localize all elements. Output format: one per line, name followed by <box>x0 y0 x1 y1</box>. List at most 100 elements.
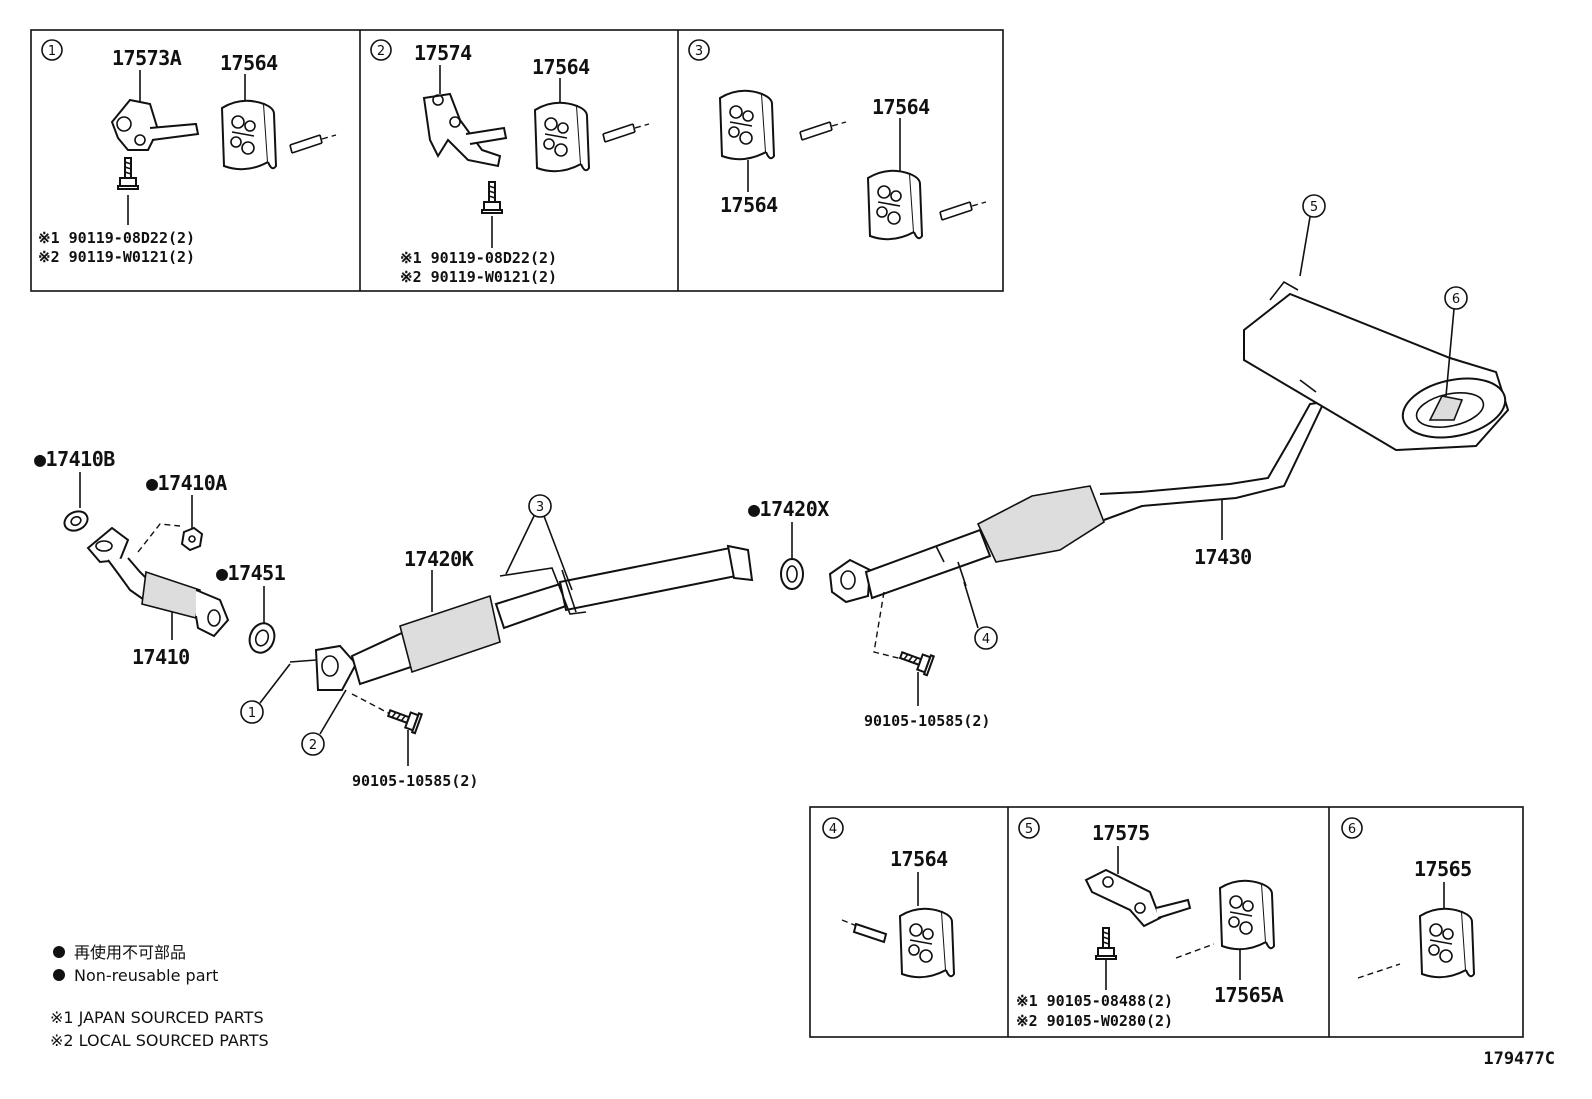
rubber-hanger-icon <box>719 89 775 161</box>
part-label-hanger[interactable]: 17564 <box>220 51 279 75</box>
gasket-17410B-icon <box>63 510 89 532</box>
bolt-note-japan[interactable]: ※1 90119-08D22(2) <box>400 249 557 267</box>
leader-line <box>543 515 573 591</box>
part-label-bracket[interactable]: 17575 <box>1092 821 1150 845</box>
bolt-icon <box>1095 927 1117 960</box>
non-reusable-dot-icon <box>53 946 65 958</box>
bolt-icon <box>117 157 139 190</box>
leader-line <box>963 581 979 629</box>
nut-icon <box>180 526 204 552</box>
hanger-pin-icon <box>939 201 987 221</box>
callout-number-2: 2 <box>309 738 317 753</box>
bolt-label-left[interactable]: 90105-10585(2) <box>352 772 478 790</box>
gasket-17420X-icon <box>780 558 804 590</box>
figure-id: 179477C <box>1483 1049 1555 1069</box>
bolt-icon <box>384 702 423 735</box>
bolt-note-local[interactable]: ※2 90119-W0121(2) <box>38 248 195 266</box>
panel-number-circle <box>370 39 392 61</box>
part-label-hanger[interactable]: 17564 <box>890 847 949 871</box>
part-label-17430[interactable]: 17430 <box>1194 545 1252 569</box>
bolt-note-japan[interactable]: ※1 90105-08488(2) <box>1016 992 1173 1010</box>
leader-line <box>319 689 347 735</box>
tail-pipe-17430-icon <box>828 280 1510 604</box>
detail-panel-6: 6 17565 <box>1341 817 1475 979</box>
legend-local-sourced: ※2 LOCAL SOURCED PARTS <box>50 1031 269 1050</box>
legend-non-reusable-jp: 再使用不可部品 <box>74 943 186 962</box>
panel-number: 2 <box>377 44 385 59</box>
callout-number-4: 4 <box>982 632 990 647</box>
part-label-17420K[interactable]: 17420K <box>404 547 474 571</box>
part-label-17420X[interactable]: ●17420X <box>748 497 830 521</box>
top-panels-frame <box>30 29 1004 292</box>
part-label-17410A[interactable]: ●17410A <box>146 471 228 495</box>
detail-panel-2: 2 17574 17564 ※1 90119-08D22(2) ※2 90119… <box>370 39 650 286</box>
callout-number-1: 1 <box>248 706 256 721</box>
part-label-hanger[interactable]: 17565 <box>1414 857 1472 881</box>
detail-panel-3: 3 17564 17564 <box>688 39 987 241</box>
part-label-hanger[interactable]: 17565A <box>1214 983 1284 1007</box>
hanger-pin-icon <box>1175 943 1215 959</box>
detail-panel-1: 1 17573A 17564 ※1 90119-08D22(2) ※2 9011… <box>38 39 337 266</box>
part-label-hanger-a[interactable]: 17564 <box>720 193 779 217</box>
rubber-hanger-icon <box>899 907 955 979</box>
panel-number: 6 <box>1348 822 1356 837</box>
top-detail-panels: 1 17573A 17564 ※1 90119-08D22(2) ※2 9011… <box>30 29 1004 292</box>
callout-number-3: 3 <box>536 500 544 515</box>
bolt-note-japan[interactable]: ※1 90119-08D22(2) <box>38 229 195 247</box>
exhaust-bracket-icon <box>110 98 200 151</box>
bolt-label-right[interactable]: 90105-10585(2) <box>864 712 990 730</box>
center-pipe-17420K-icon <box>289 544 754 691</box>
fastener-leader <box>137 523 181 553</box>
hanger-pin-icon <box>1357 963 1401 979</box>
part-label-17410B[interactable]: ●17410B <box>34 447 116 471</box>
legend-japan-sourced: ※1 JAPAN SOURCED PARTS <box>50 1008 264 1027</box>
panel-number: 1 <box>48 44 56 59</box>
part-label-bracket[interactable]: 17574 <box>414 41 473 65</box>
bolt-icon <box>896 644 935 677</box>
leader-line <box>1445 308 1455 397</box>
callout-number-6: 6 <box>1452 292 1460 307</box>
panel-number-circle <box>688 39 710 61</box>
fastener-leader <box>351 693 395 717</box>
part-label-bracket[interactable]: 17573A <box>112 46 182 70</box>
legend-non-reusable-en: Non-reusable part <box>74 966 218 985</box>
rubber-hanger-icon <box>534 101 590 173</box>
callout-number-5: 5 <box>1310 200 1318 215</box>
rubber-hanger-icon <box>221 99 277 171</box>
leader-line <box>505 515 535 575</box>
bolt-note-local[interactable]: ※2 90119-W0121(2) <box>400 268 557 286</box>
panel-number-circle <box>1018 817 1040 839</box>
hanger-pin-icon <box>289 134 337 154</box>
callout-circle <box>1302 194 1326 218</box>
legend: 再使用不可部品 Non-reusable part ※1 JAPAN SOURC… <box>50 943 269 1050</box>
exhaust-bracket-icon <box>422 92 508 168</box>
hanger-pin-icon <box>799 121 847 141</box>
panel-number-circle <box>1341 817 1363 839</box>
rubber-hanger-icon <box>867 169 923 241</box>
rubber-hanger-icon <box>1219 879 1275 951</box>
fastener-leader <box>873 591 907 661</box>
callout-circle <box>1444 286 1468 310</box>
bottom-detail-panels: 4 17564 5 17575 ※1 90105-08488(2) <box>809 806 1524 1038</box>
detail-panel-4: 4 17564 <box>822 817 955 979</box>
panel-number: 4 <box>829 822 837 837</box>
bolt-icon <box>481 181 503 214</box>
part-label-17410[interactable]: 17410 <box>132 645 190 669</box>
part-label-17451[interactable]: ●17451 <box>216 561 286 585</box>
hanger-pin-icon <box>602 123 650 143</box>
detail-panel-5: 5 17575 ※1 90105-08488(2) ※2 90105-W0280… <box>1016 817 1284 1030</box>
callout-circle <box>974 626 998 650</box>
main-assembly: ●17410B ●17410A 17410 ●17451 <box>34 194 1510 790</box>
leader-line <box>1299 216 1311 277</box>
hanger-pin-icon <box>841 919 888 944</box>
bolt-note-local[interactable]: ※2 90105-W0280(2) <box>1016 1012 1173 1030</box>
panel-number: 5 <box>1025 822 1033 837</box>
panel-number-circle <box>41 39 63 61</box>
part-label-hanger[interactable]: 17564 <box>532 55 591 79</box>
part-label-hanger-b[interactable]: 17564 <box>872 95 931 119</box>
non-reusable-dot-icon <box>53 969 65 981</box>
callout-circle <box>528 494 552 518</box>
front-pipe-17410-icon <box>86 526 230 638</box>
callout-circle <box>301 732 325 756</box>
